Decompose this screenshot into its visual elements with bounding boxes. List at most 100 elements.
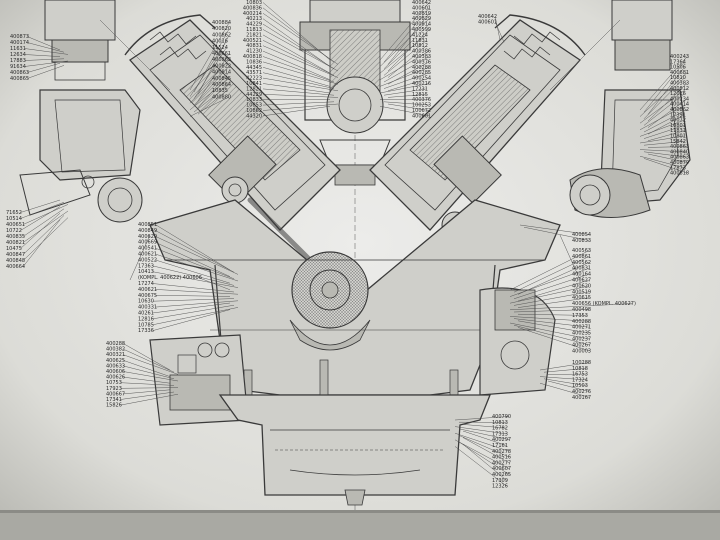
callout-label: 400621 — [138, 287, 157, 293]
callout-leader-line — [643, 61, 685, 113]
callout-label: 400864 — [212, 82, 231, 88]
callout-label: 10812 — [412, 43, 428, 49]
callout-leader-line — [494, 16, 501, 41]
callout-label: 400854 — [572, 232, 591, 238]
callout-label: 17883 — [10, 58, 26, 64]
callout-leader-line — [647, 98, 688, 128]
callout-leader-line — [262, 67, 331, 87]
callout-leader-line — [155, 300, 239, 308]
callout-leader-line — [379, 105, 430, 117]
callout-label: 400865 — [10, 76, 29, 82]
callout-label: 11831 — [412, 38, 428, 44]
callout-label: 10506 — [670, 65, 686, 71]
callout-label: 10785 — [138, 322, 154, 328]
callout-leader-line — [262, 56, 335, 83]
callout-label: 10853 — [246, 103, 262, 109]
callout-label: 10753 — [106, 380, 122, 386]
callout-leader-line — [509, 250, 590, 291]
callout-label: 400521 — [243, 38, 262, 44]
callout-label: 400845 — [212, 76, 231, 82]
callout-label: 10801 — [670, 134, 686, 140]
callout-label: 15826 — [106, 403, 122, 409]
callout-label: 400840 — [670, 149, 689, 155]
callout-label: 40261 — [138, 311, 154, 317]
callout-label: 400821 — [6, 240, 25, 246]
callout-label: 400822 — [212, 63, 231, 69]
callout-leader-line — [509, 285, 590, 304]
callout-label: 400851 — [138, 222, 157, 228]
callout-leader-line — [189, 96, 230, 117]
callout-label: 400516 — [492, 455, 511, 461]
callout-label: 400216 — [412, 81, 431, 87]
callout-label: 400235 — [572, 331, 591, 337]
callout-leader-line — [123, 376, 171, 384]
callout-label: 17391 — [670, 112, 686, 118]
callout-label: 10803 — [246, 0, 262, 6]
callout-leader-line — [494, 21, 505, 43]
callout-label: 12016 — [670, 91, 686, 97]
right-cylinder-bank — [369, 14, 586, 278]
callout-leader-line — [643, 151, 688, 158]
callout-label: 400833 — [572, 238, 591, 244]
callout-label: 17873 — [670, 165, 686, 171]
callout-label: 17363 — [138, 263, 154, 269]
callout-leader-line — [379, 34, 427, 74]
callout-leader-line — [539, 362, 590, 371]
callout-leader-line — [23, 215, 65, 255]
callout-leader-line — [379, 50, 430, 80]
callout-leader-line — [262, 83, 331, 94]
callout-label: 400651 — [6, 222, 25, 228]
callout-leader-line — [643, 77, 685, 119]
callout-label: 400675 — [138, 293, 157, 299]
callout-label: 400383 — [670, 81, 689, 87]
callout-label: 42223 — [246, 76, 262, 82]
callout-leader-line — [262, 94, 339, 98]
callout-leader-line — [262, 88, 335, 96]
callout-leader-line — [123, 354, 179, 375]
callout-leader-line — [458, 428, 510, 440]
callout-label: 16753 — [572, 372, 588, 378]
callout-leader-line — [123, 389, 171, 395]
callout-label: 10475 — [6, 246, 22, 252]
callout-label: 10413 — [138, 269, 154, 275]
callout-leader-line — [123, 365, 175, 380]
callout-leader-line — [647, 82, 688, 122]
callout-leader-line — [262, 45, 339, 78]
callout-leader-line — [20, 213, 61, 249]
callout-label: 40016 — [212, 39, 228, 45]
callout-label: 17353 — [572, 313, 588, 319]
callout-leader-line — [155, 289, 239, 295]
callout-leader-line — [517, 262, 590, 295]
callout-label: 400601 — [412, 5, 431, 11]
callout-leader-line — [23, 210, 69, 243]
callout-leader-line — [639, 155, 685, 169]
callout-label: 400625 — [106, 358, 125, 364]
callout-label: 400331 — [138, 305, 157, 311]
callout-leader-line — [458, 441, 510, 475]
callout-label: 400297 — [492, 437, 511, 443]
callout-leader-line — [643, 141, 685, 146]
callout-leader-line — [383, 56, 430, 83]
callout-label: 400627 — [572, 278, 591, 284]
callout-leader-line — [639, 88, 688, 124]
callout-label: 400814 — [412, 22, 431, 28]
part-number-callouts: 1080340083640021440213442291181321821400… — [6, 0, 689, 490]
callout-label: 44229 — [246, 22, 262, 28]
callout-label: 400863 — [670, 144, 689, 150]
callout-label: 400812 — [670, 86, 689, 92]
callout-label: 40072 — [670, 118, 686, 124]
callout-label: 10514 — [6, 216, 22, 222]
callout-leader-line — [262, 40, 335, 76]
callout-leader-line — [643, 125, 685, 139]
callout-leader-line — [647, 66, 685, 115]
callout-label: 400265 — [492, 472, 511, 478]
callout-leader-line — [262, 105, 331, 117]
callout-label: 10833 — [246, 97, 262, 103]
callout-leader-line — [24, 48, 69, 55]
callout-label: 11813 — [246, 27, 262, 33]
callout-leader-line — [152, 307, 239, 326]
callout-label: 41224 — [412, 32, 428, 38]
callout-leader-line — [639, 149, 688, 153]
callout-label: 400167 — [572, 395, 591, 401]
callout-label: 400820 — [212, 26, 231, 32]
